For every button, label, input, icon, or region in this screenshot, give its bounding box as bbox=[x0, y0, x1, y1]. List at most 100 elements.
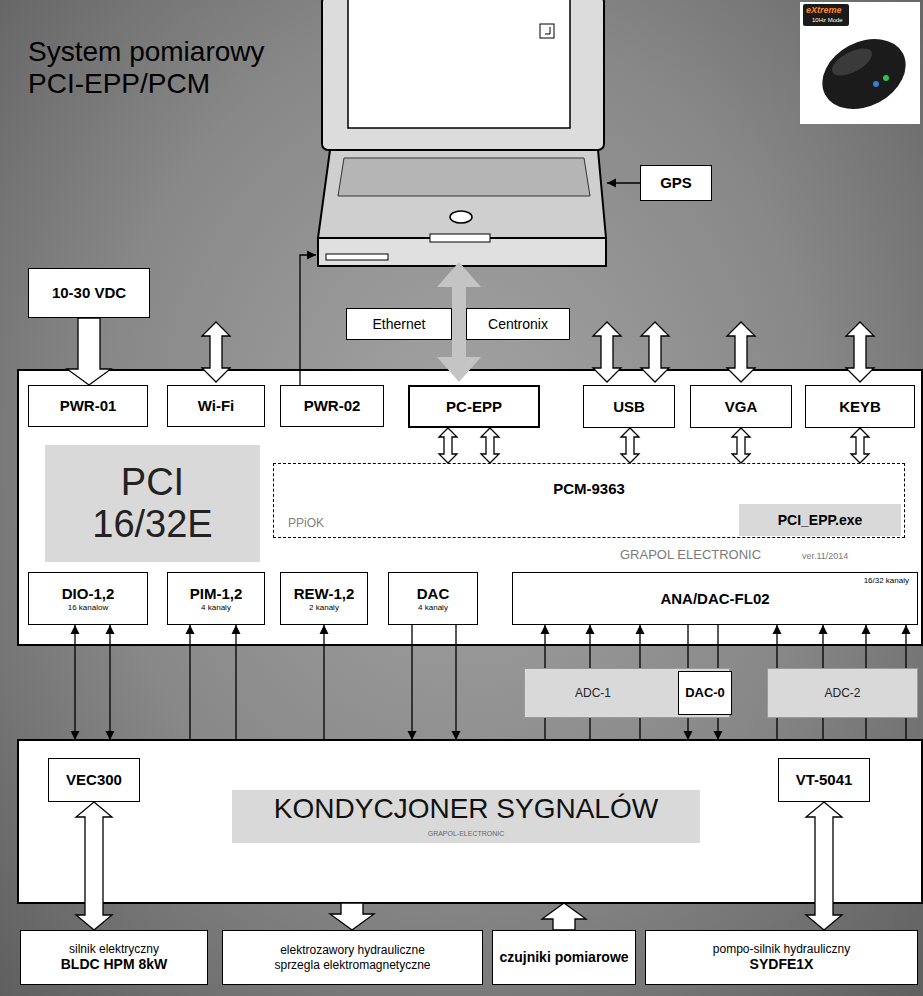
box-label: PWR-02 bbox=[304, 397, 361, 415]
diagram-title: System pomiarowy PCI-EPP/PCM bbox=[28, 36, 298, 100]
signal-connector bbox=[905, 625, 906, 668]
signal-connector bbox=[851, 428, 869, 463]
box-label: PCI_EPP.exe bbox=[778, 512, 863, 529]
gps-device bbox=[810, 25, 918, 123]
box-label: elektrozawory hydrauliczne bbox=[280, 943, 425, 957]
signal-connector bbox=[865, 718, 866, 740]
signal-connector bbox=[905, 718, 906, 740]
box-label: Centronix bbox=[488, 316, 548, 333]
block-box: Ethernet bbox=[346, 308, 452, 340]
gps-wire bbox=[607, 182, 640, 183]
laptop-lid bbox=[322, 0, 604, 150]
signal-connector bbox=[717, 625, 718, 671]
signal-connector bbox=[717, 715, 718, 740]
box-label: SYDFE1X bbox=[750, 956, 814, 973]
box-label: USB bbox=[613, 398, 645, 416]
signal-connector bbox=[323, 625, 324, 740]
block-box: PCM-9363PPiOK PCI_EPP.exe bbox=[273, 463, 905, 538]
signal-connector bbox=[806, 802, 842, 930]
logo-text: eXtreme bbox=[806, 6, 842, 16]
layout-arrows bbox=[202, 183, 874, 385]
signal-connector bbox=[865, 625, 866, 668]
signal-connector bbox=[822, 718, 823, 740]
box-label: czujniki pomiarowe bbox=[499, 949, 628, 966]
block-box: USB bbox=[583, 385, 675, 428]
box-label: KEYB bbox=[839, 398, 881, 416]
power-wire bbox=[300, 255, 316, 385]
signal-connector bbox=[235, 625, 236, 740]
box-label: VEC300 bbox=[66, 771, 122, 789]
gps-led bbox=[873, 81, 879, 87]
block-box: VEC300 bbox=[48, 758, 140, 802]
signal-connector bbox=[822, 625, 823, 668]
block-box: VGA bbox=[690, 385, 792, 428]
signal-connector bbox=[776, 625, 777, 668]
block-box: PWR-01 bbox=[28, 385, 148, 427]
gps-photo bbox=[800, 2, 920, 124]
box-label: VGA bbox=[725, 398, 758, 416]
screen-icon bbox=[540, 24, 554, 38]
block-box: DAC-0 bbox=[678, 671, 732, 715]
signal-connector bbox=[687, 715, 688, 740]
block-box: ADC-1DAC-0 bbox=[524, 668, 730, 718]
port-arrow bbox=[202, 322, 230, 382]
box-label: Wi-Fi bbox=[198, 397, 235, 415]
block-box: Centronix bbox=[466, 308, 570, 340]
box-label: PPiOK bbox=[288, 516, 324, 530]
signal-connector bbox=[639, 718, 640, 740]
logo-text: 10Hz Mode bbox=[812, 17, 843, 24]
signal-connector bbox=[589, 718, 590, 740]
box-label: Ethernet bbox=[373, 316, 426, 333]
signal-connector bbox=[74, 625, 75, 740]
signal-connector bbox=[639, 625, 640, 668]
box-label: 16 kanalow bbox=[68, 603, 108, 613]
box-label: PC-EPP bbox=[446, 398, 502, 416]
block-box: PC-EPP bbox=[408, 385, 540, 428]
box-label: DAC bbox=[417, 585, 450, 603]
box-label: DIO-1,2 bbox=[62, 585, 115, 603]
box-label: PCM-9363 bbox=[274, 480, 904, 498]
block-box: Wi-Fi bbox=[167, 385, 265, 427]
box-label: 4 kanaly bbox=[418, 603, 448, 613]
box-label: GRAPOL ELECTRONIC bbox=[620, 547, 761, 563]
signal-connector bbox=[621, 428, 639, 463]
signal-connector bbox=[481, 428, 499, 463]
screen-icon-arrow bbox=[545, 27, 550, 34]
block-box: GRAPOL ELECTRONICver.11/2014PWR-01Wi-FiP… bbox=[18, 370, 922, 645]
port-arrow bbox=[846, 322, 874, 382]
block-box: silnik elektrycznyBLDC HPM 8kW bbox=[20, 930, 208, 985]
gps-highlight bbox=[828, 43, 876, 81]
signal-connector bbox=[732, 428, 750, 463]
gps-led bbox=[883, 75, 889, 81]
box-label: ver.11/2014 bbox=[802, 551, 848, 562]
box-label: 2 kanaly bbox=[309, 603, 339, 613]
box-label: pompo-silnik hydrauliczny bbox=[713, 942, 850, 956]
box-label: 4 kanaly bbox=[201, 603, 231, 613]
box-label: ANA/DAC-FL02 bbox=[513, 590, 917, 608]
laptop-touchpad bbox=[450, 211, 472, 223]
block-box: VT-5041 bbox=[778, 758, 870, 802]
block-box: pompo-silnik hydraulicznySYDFE1X bbox=[645, 930, 918, 985]
laptop-screen bbox=[348, 0, 570, 128]
box-label: KONDYCJONER SYGNALÓW bbox=[232, 790, 700, 828]
signal-connector bbox=[589, 625, 590, 668]
block-box: KONDYCJONER SYGNALÓWGRAPOL-ELECTRONICVEC… bbox=[18, 740, 922, 903]
signal-connector bbox=[67, 318, 111, 385]
block-box: 10-30 VDC bbox=[28, 268, 150, 318]
box-label: PWR-01 bbox=[60, 397, 117, 415]
signal-connector bbox=[687, 625, 688, 671]
port-arrow bbox=[727, 322, 755, 382]
signal-connector bbox=[544, 718, 545, 740]
laptop-illustration bbox=[318, 0, 606, 266]
block-box: KEYB bbox=[805, 385, 915, 428]
signal-connector bbox=[76, 802, 112, 930]
signal-connector bbox=[542, 903, 586, 930]
logo-badge bbox=[803, 4, 849, 26]
port-arrow bbox=[641, 322, 669, 382]
laptop-deck bbox=[318, 150, 606, 238]
signal-connector bbox=[330, 903, 374, 930]
board-outline bbox=[18, 740, 922, 903]
signal-connector bbox=[439, 428, 457, 463]
box-label: ADC-2 bbox=[824, 686, 860, 700]
